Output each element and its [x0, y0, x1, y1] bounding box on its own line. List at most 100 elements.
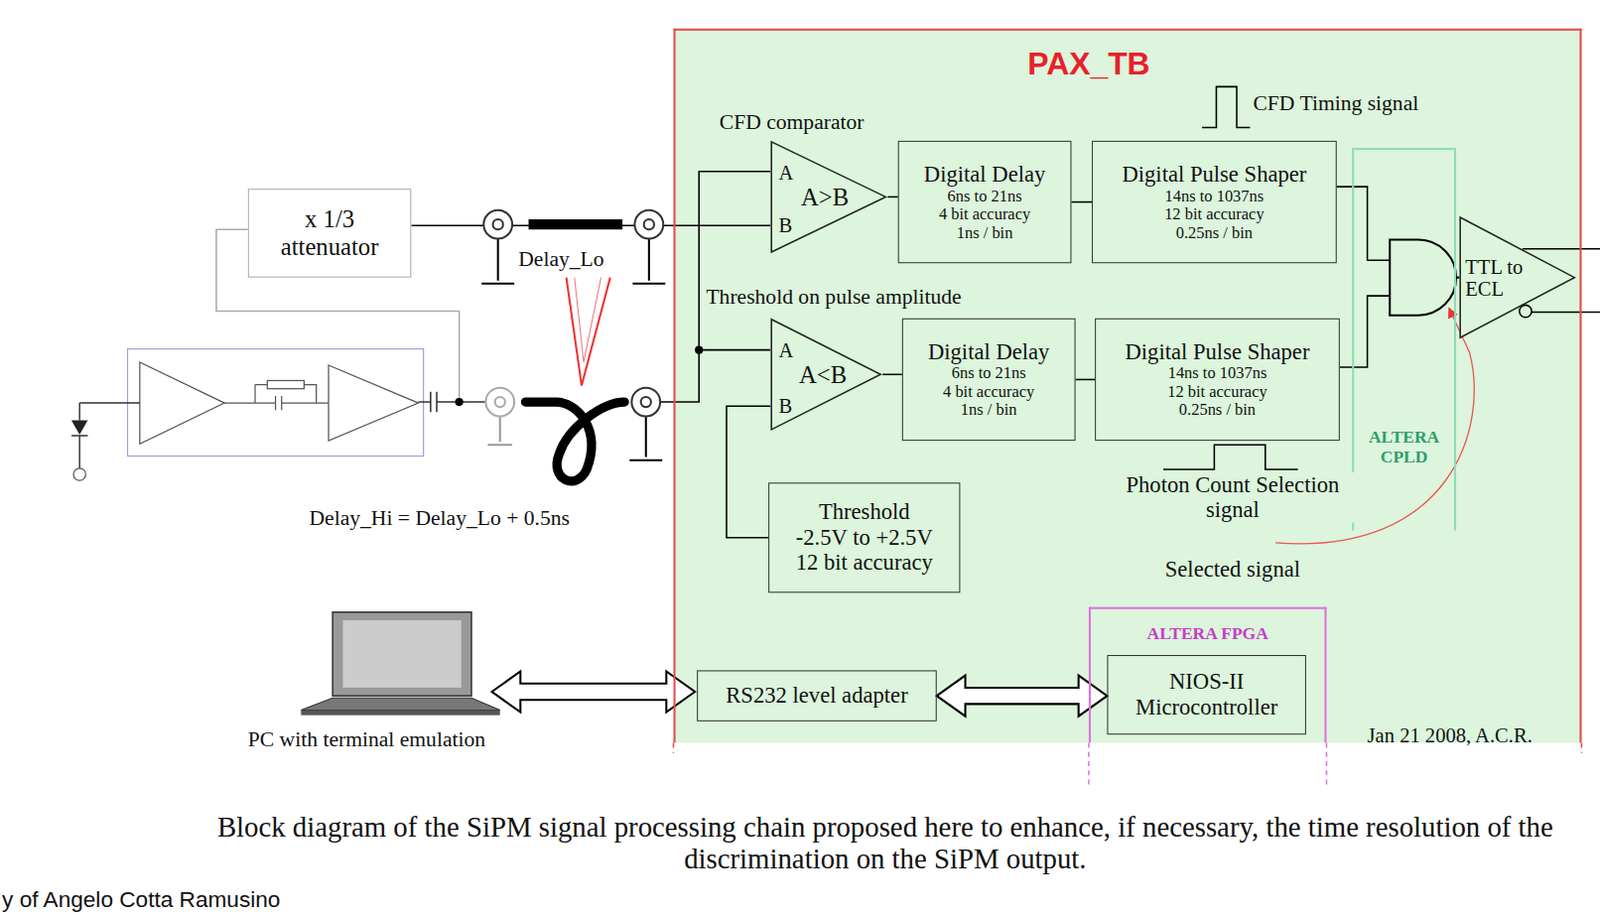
- node-text: 12 bit accuracy: [796, 549, 934, 575]
- triangle-outline: [1460, 217, 1575, 338]
- serial-link-arrow: [492, 670, 696, 712]
- signal-wire: [882, 374, 903, 377]
- coax-connector: [634, 210, 664, 240]
- sipm-diode: [71, 402, 140, 469]
- delay-box: Digital Delay6ns to 21ns4 bit accuracy1n…: [902, 318, 1076, 441]
- ground-symbol: [481, 239, 515, 284]
- laptop-icon: [332, 612, 472, 696]
- shaper-box: Digital Pulse Shaper14ns to 1037ns12 bit…: [1094, 318, 1340, 441]
- label-text: A: [778, 160, 794, 184]
- signal-wire: [694, 346, 703, 355]
- label-text: CFD comparator: [719, 110, 865, 134]
- label-text: CFD Timing signal: [1252, 92, 1419, 117]
- coax-connector: [493, 219, 504, 230]
- sipm-diode: [71, 402, 140, 481]
- cpld-band: ALTERA CPLD: [1351, 147, 1457, 532]
- sipm-diode: [73, 468, 86, 481]
- node-text: ALTERA FPGA: [1090, 623, 1325, 644]
- node-text: 1ns / bin: [960, 400, 1018, 419]
- coax-connector: [485, 388, 515, 417]
- node-text: A>B: [800, 183, 849, 212]
- node-text: 12 bit accuracy: [1164, 205, 1264, 224]
- node-text: NIOS-II Microcontroller: [1117, 669, 1297, 721]
- ground-symbol: [487, 415, 513, 445]
- node-text: 0.25ns / bin: [1176, 223, 1253, 242]
- region-extension: [673, 742, 1583, 788]
- board-fill: [673, 28, 1583, 744]
- board-region: PAX_TBA>BDigital Delay6ns to 21ns4 bit a…: [673, 28, 1583, 744]
- node-text: A<B: [799, 360, 847, 389]
- node-text: 4 bit accuracy: [938, 205, 1031, 224]
- signal-wire: [418, 392, 487, 413]
- ecl-output: [1519, 304, 1532, 317]
- laptop-icon: [300, 612, 500, 716]
- ground-symbol: [481, 239, 666, 461]
- signal-wire: [726, 405, 771, 538]
- label-text: y of Angelo Cotta Ramusino: [1, 887, 280, 913]
- signal-wire: [887, 196, 898, 199]
- node-text: 6ns to 21ns: [947, 187, 1023, 206]
- triangle-outline: [771, 319, 881, 430]
- label-text: Selected signal: [1130, 556, 1335, 582]
- amplifier-schematic: [128, 349, 424, 457]
- amplifier-schematic: [266, 380, 304, 389]
- node-text: Digital Pulse Shaper: [1125, 339, 1311, 365]
- bus-arrow: [936, 675, 1108, 717]
- pulse-sketch: [566, 277, 611, 387]
- label-text: PC with terminal emulation: [248, 727, 486, 752]
- pulse-sketch: [566, 86, 1299, 470]
- label-text: B: [778, 214, 793, 238]
- shaper-box: Digital Pulse Shaper14ns to 1037ns12 bit…: [1091, 140, 1337, 264]
- node-text: 6ns to 21ns: [951, 364, 1027, 383]
- node-text: 4 bit accuracy: [942, 383, 1035, 401]
- coax-connector: [631, 388, 661, 417]
- node-text: 14ns to 1037ns: [1168, 364, 1268, 383]
- node-text: PAX_TB: [1027, 46, 1150, 83]
- amplifier-schematic: [139, 362, 225, 444]
- label-text: A: [778, 338, 794, 362]
- signal-wire: [216, 171, 771, 413]
- coax-connector: [644, 219, 655, 230]
- amplifier-schematic: [328, 365, 418, 441]
- coax-connector: [483, 210, 513, 240]
- threshold-box: Threshold-2.5V to +2.5V12 bit accuracy: [768, 482, 960, 593]
- and-gate: [1389, 240, 1457, 316]
- ttl-ecl-buffer: TTL to ECL: [1459, 216, 1577, 339]
- laptop-icon: [300, 710, 500, 716]
- ground-symbol: [632, 239, 666, 284]
- label-text: Delay_Hi = Delay_Lo + 0.5ns: [309, 507, 570, 532]
- node-text: x 1/3 attenuator: [258, 205, 401, 261]
- connector: [410, 186, 1460, 717]
- node-text: RS232 level adapter: [725, 682, 908, 708]
- amplifier-schematic: [128, 349, 424, 457]
- microcontroller-box: NIOS-II Microcontroller: [1106, 655, 1306, 735]
- and-gate: [1389, 240, 1457, 316]
- coax-connector: [641, 397, 652, 407]
- node-text: 14ns to 1037ns: [1165, 187, 1265, 206]
- coax-connector: [483, 210, 664, 417]
- laptop-icon: [300, 697, 500, 710]
- node-text: Threshold: [818, 500, 911, 526]
- ground-symbol: [629, 415, 663, 460]
- signal-wire: [455, 398, 464, 406]
- node-text: Digital Pulse Shaper: [1121, 161, 1307, 187]
- label-text: Jan 21 2008, A.C.R.: [1367, 724, 1533, 748]
- attenuator-box: x 1/3 attenuator: [248, 188, 411, 277]
- serial-link-arrow: [492, 670, 696, 712]
- delay-box: Digital Delay6ns to 21ns4 bit accuracy1n…: [898, 140, 1072, 264]
- rs232-box: RS232 level adapter: [696, 669, 937, 721]
- coax-connector: [495, 397, 506, 407]
- pulse-sketch: [1201, 86, 1250, 128]
- pulse-sketch: [574, 277, 602, 363]
- node-text: ALTERA CPLD: [1353, 427, 1455, 467]
- node-text: Digital Delay: [928, 339, 1050, 365]
- laptop-icon: [342, 620, 461, 688]
- sipm-diode: [71, 420, 88, 435]
- node-text: 1ns / bin: [956, 223, 1014, 242]
- fpga-region: ALTERA FPGA NIOS-II Microcontroller: [1088, 607, 1328, 744]
- signal-wire: [1075, 379, 1096, 382]
- region-extension: [1088, 742, 1328, 788]
- label-text: Photon Count Selection signal: [1110, 472, 1356, 524]
- node-text: -2.5V to +2.5V: [796, 525, 934, 550]
